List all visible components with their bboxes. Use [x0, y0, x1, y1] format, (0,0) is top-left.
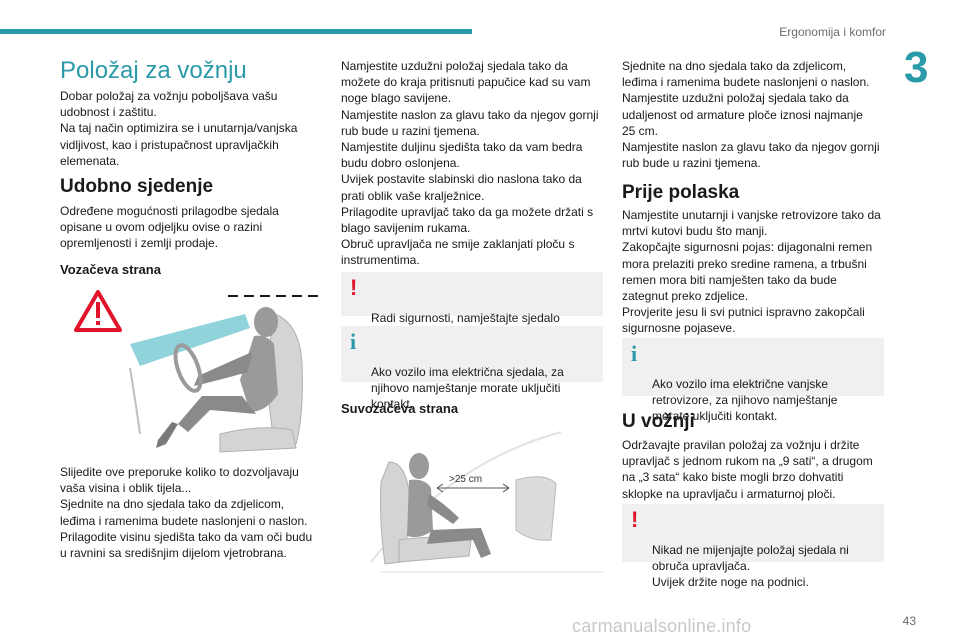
heading-while-driving: U vožnji	[622, 411, 695, 432]
before-departure-text: Namjestite unutarnji i vanjske retrovizo…	[622, 208, 881, 336]
chapter-number: 3	[904, 43, 929, 92]
warning-exclamation-icon: !	[350, 275, 358, 300]
page-number: 43	[902, 614, 916, 628]
warning-note-driving: ! Nikad ne mijenjajte položaj sjedala ni…	[622, 504, 884, 589]
warning-note-text: Nikad ne mijenjajte položaj sjedala ni o…	[652, 543, 849, 589]
heading-before-departure: Prije polaska	[622, 182, 740, 203]
seat-adjust-text: Namjestite uzdužni položaj sjedala tako …	[341, 59, 599, 268]
page-title: Položaj za vožnju	[60, 57, 247, 84]
info-note-text: Ako vozilo ima električne vanjske retrov…	[652, 377, 838, 423]
heading-passenger-side: Suvozačeva strana	[341, 401, 459, 416]
info-note-electric-mirrors: i Ako vozilo ima električne vanjske retr…	[622, 338, 884, 423]
warning-triangle-icon	[74, 290, 122, 332]
watermark: carmanualsonline.info	[572, 616, 752, 636]
info-i-icon: i	[350, 329, 357, 354]
header-accent-bar	[0, 29, 472, 34]
heading-driver-side: Vozačeva strana	[60, 262, 161, 277]
warning-exclamation-icon: !	[631, 507, 639, 532]
driver-seat-figure	[74, 290, 318, 453]
driver-side-text: Slijedite ove preporuke koliko to dozvol…	[60, 465, 313, 561]
info-note-electric-seats: i Ako vozilo ima električna sjedala, za …	[341, 326, 603, 411]
info-note-text: Ako vozilo ima električna sjedala, za nj…	[371, 365, 564, 411]
section-title: Ergonomija i komfor	[779, 25, 886, 39]
info-i-icon: i	[631, 341, 638, 366]
passenger-seat-figure: >25 cm	[370, 431, 603, 573]
heading-comfort: Udobno sjedenje	[60, 176, 214, 197]
passenger-text: Sjednite na dno sjedala tako da zdjelico…	[622, 59, 880, 171]
comfort-text: Određene mogućnosti prilagodbe sjedala o…	[60, 204, 279, 251]
while-driving-text: Održavajte pravilan položaj za vožnju i …	[622, 438, 873, 501]
distance-label: >25 cm	[449, 474, 482, 485]
warning-note-safety: ! Radi sigurnosti, namještajte sjedalo s…	[341, 272, 603, 341]
intro-text: Dobar položaj za vožnju poboljšava vašu …	[60, 89, 298, 168]
